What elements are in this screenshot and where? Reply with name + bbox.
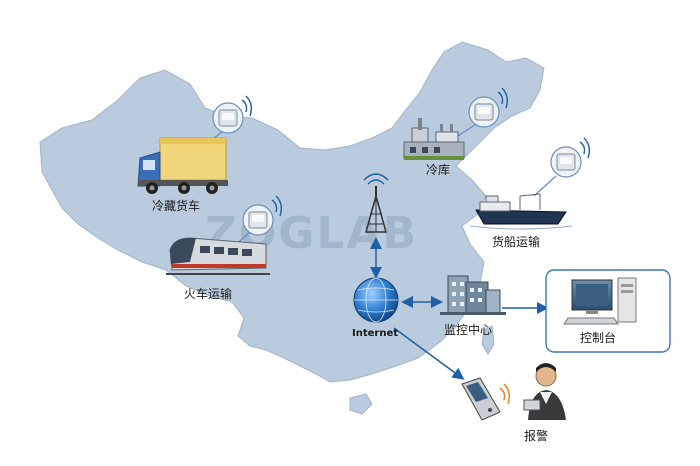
cold-storage-label: 冷库 — [426, 162, 450, 177]
mobile-phone-icon — [461, 377, 511, 421]
sensor-truck — [195, 95, 253, 153]
truck-icon — [137, 137, 228, 194]
train-icon — [166, 237, 270, 275]
sensor-cold-storage — [451, 87, 509, 141]
alarm-label: 报警 — [524, 428, 548, 443]
wifi-signal-icon — [271, 195, 283, 217]
internet-label: Internet — [352, 328, 398, 339]
wifi-signal-icon — [579, 137, 591, 159]
monitoring-center-label: 监控中心 — [444, 322, 492, 337]
truck-label: 冷藏货车 — [152, 198, 200, 213]
ship-label: 货船运输 — [492, 234, 540, 249]
ship-icon — [469, 193, 573, 230]
building-icon — [440, 275, 506, 315]
computer-icon — [563, 277, 637, 325]
wifi-signal-icon — [499, 383, 511, 405]
arrow-internet-phone — [393, 327, 465, 380]
wifi-signal-icon — [241, 95, 253, 117]
console-label: 控制台 — [580, 330, 616, 345]
person-icon — [523, 363, 566, 420]
antenna-tower-icon — [363, 173, 389, 233]
wifi-signal-icon — [363, 173, 389, 185]
island-shape-east — [481, 325, 495, 355]
sensor-ship — [533, 137, 591, 197]
factory-icon — [403, 118, 465, 160]
wifi-signal-icon — [497, 87, 509, 109]
globe-icon — [353, 277, 399, 323]
sensor-train — [231, 195, 283, 249]
train-label: 火车运输 — [184, 286, 232, 301]
island-shape — [349, 393, 373, 415]
